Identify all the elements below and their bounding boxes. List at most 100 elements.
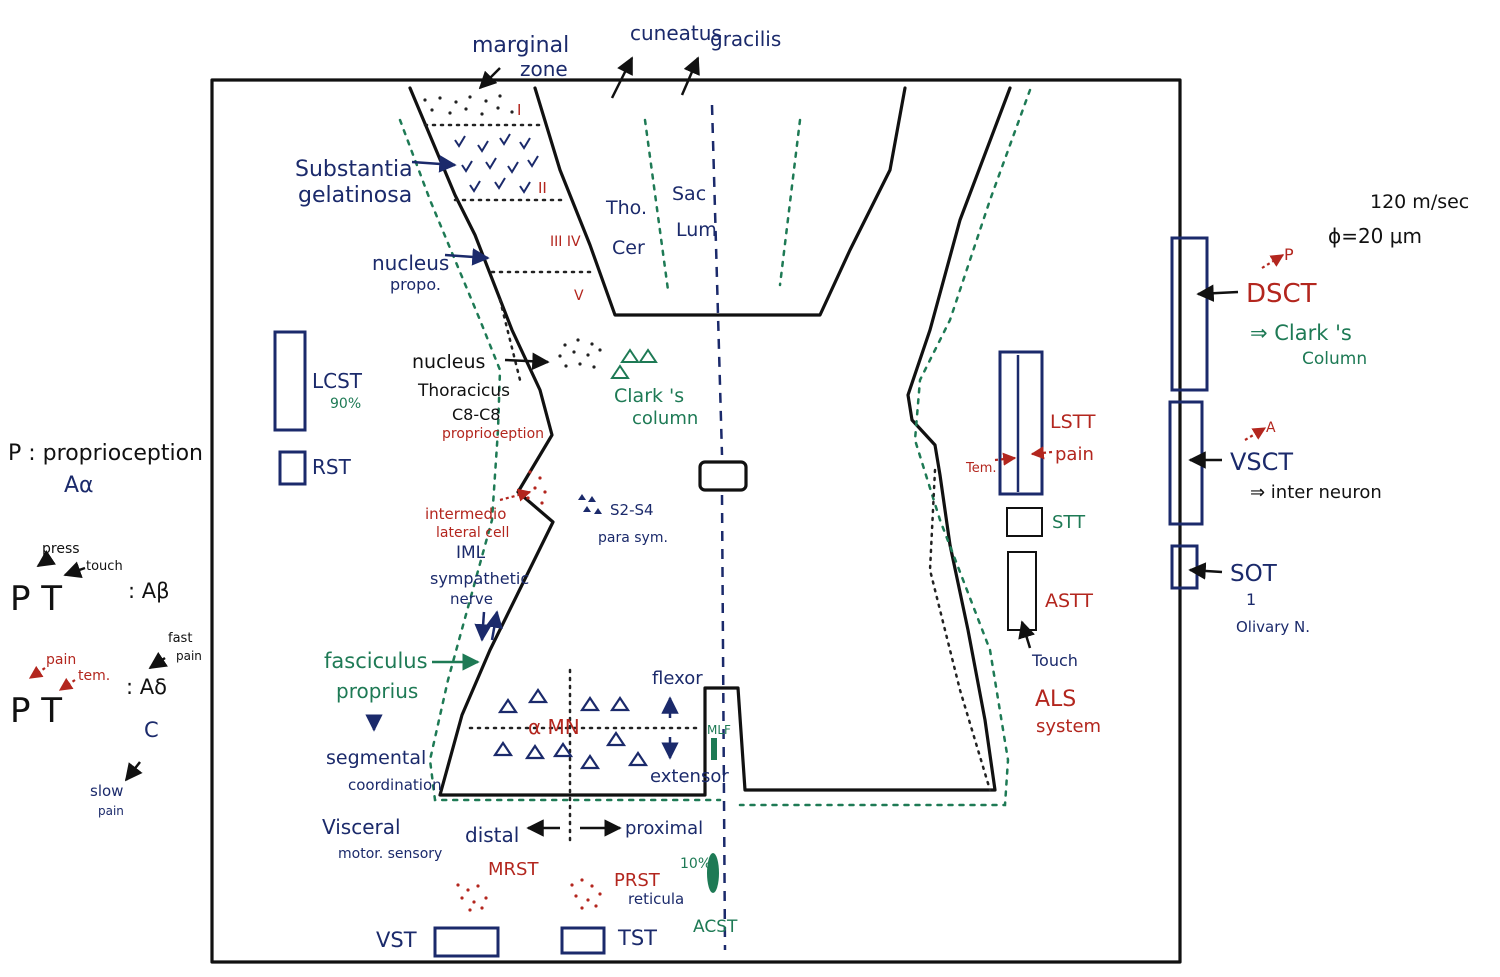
visceral-label-2: motor. sensory — [338, 846, 442, 862]
fasciculus-label-2: proprius — [336, 679, 418, 703]
diameter-label: ϕ=20 μm — [1328, 224, 1422, 248]
prst-label: PRST — [614, 870, 661, 891]
lamina-1-label: I — [517, 101, 521, 119]
white-matter-boundary-left — [398, 118, 722, 802]
pain-right-label: pain — [1055, 444, 1094, 465]
speed-label: 120 m/sec — [1370, 191, 1469, 213]
clarks-column-triangles — [610, 348, 658, 379]
sot-box — [1170, 544, 1199, 590]
arrow-gracilis — [680, 56, 700, 96]
vsct-label: VSCT — [1230, 448, 1293, 476]
arrow-substantia — [411, 155, 457, 173]
substantia-ticks — [454, 133, 539, 194]
proprioception-red-label: proprioception — [442, 426, 544, 442]
lcst-pct-label: 90% — [330, 396, 361, 412]
tem-right-label: Tem. — [965, 461, 997, 476]
alpha-mn-triangles — [492, 688, 649, 770]
alpha-mn-label: α MN — [528, 715, 580, 739]
intermedio-label-2: lateral cell — [436, 525, 509, 541]
arrow-touch-left — [63, 561, 86, 579]
nucleus-thoracicus-label-2: Thoracicus — [417, 381, 510, 401]
intermedio-label: intermedio — [425, 505, 506, 523]
mlf-bar — [711, 738, 717, 760]
lamina-2-label: II — [538, 179, 547, 197]
arrow-vsct-a — [1244, 427, 1267, 441]
dsct-p-label: P — [1284, 245, 1294, 264]
mrst-scribble — [456, 883, 488, 912]
tst-label: TST — [617, 926, 657, 950]
iml-dots — [526, 470, 547, 505]
als-label-2: system — [1036, 716, 1101, 737]
a-alpha-label: Aα — [64, 473, 94, 498]
lstt-box — [998, 350, 1044, 496]
parasym-label: para sym. — [598, 530, 668, 546]
clarks-column-mid-label: Clark 's — [614, 385, 684, 407]
a-delta-label: : Aδ — [126, 675, 167, 699]
stt-box — [1006, 507, 1043, 537]
vsct-box — [1168, 400, 1204, 526]
touch-left-label: touch — [86, 559, 123, 574]
grey-matter-boundary-dotted — [498, 298, 522, 382]
midline — [710, 104, 727, 951]
arrow-dsct — [1196, 284, 1239, 302]
tem-left-label: tem. — [78, 668, 110, 684]
s2s4-label: S2-S4 — [610, 501, 654, 519]
outer-frame — [210, 78, 1182, 964]
cuneatus-label: cuneatus — [630, 21, 722, 45]
arrow-touch-right — [1018, 620, 1035, 649]
marginal-zone-label: marginal — [472, 33, 569, 58]
pct10-label: 10% — [680, 856, 711, 872]
cer-label: Cer — [612, 237, 645, 259]
arrow-press — [36, 549, 56, 568]
touch-right-label: Touch — [1031, 651, 1078, 670]
lcst-label: LCST — [312, 369, 363, 393]
lamina-5-label: V — [574, 288, 584, 304]
visceral-label: Visceral — [322, 815, 401, 839]
acst-ellipse — [707, 853, 719, 893]
vst-label: VST — [376, 928, 417, 952]
central-canal — [698, 460, 748, 492]
iml-label: IML — [456, 543, 486, 563]
arrow-nucleus-propo — [444, 248, 490, 266]
acst-label: ACST — [693, 917, 738, 937]
arrow-sot — [1188, 562, 1223, 580]
dorsal-column-boundary-left — [643, 118, 670, 292]
extensor-label: extensor — [650, 766, 729, 787]
nucleus-thoracicus-label: nucleus — [412, 351, 485, 373]
pt-1-label: P T — [10, 579, 62, 619]
marginal-zone-dots — [423, 94, 514, 116]
vsct-a-label: A — [1266, 420, 1276, 436]
arrow-tem-right — [994, 452, 1017, 466]
slow-label-2: pain — [98, 804, 124, 818]
press-label: press — [42, 541, 80, 557]
sot-label: SOT — [1230, 561, 1278, 587]
prst-scribble — [570, 878, 602, 910]
p-proprioception-label: P : proprioception — [8, 441, 203, 466]
c-label: C — [144, 718, 159, 742]
fasciculus-label: fasciculus — [324, 649, 428, 673]
flexor-label: flexor — [652, 668, 703, 689]
dorsal-horn-inner — [533, 86, 907, 317]
white-matter-boundary-right — [738, 88, 1032, 807]
fast-label-2: pain — [176, 649, 202, 663]
arrow-tem-left — [58, 677, 76, 691]
tst-box — [560, 926, 606, 955]
sot-1-label: 1 — [1246, 590, 1256, 609]
dsct-box — [1170, 236, 1209, 392]
astt-box — [1007, 551, 1037, 631]
arrow-iml — [499, 488, 532, 502]
arrow-marginal — [478, 67, 501, 90]
lamina-3-4-label: III IV — [550, 234, 581, 250]
lcst-box — [273, 330, 307, 432]
nucleus-propo-label: nucleus — [372, 251, 449, 275]
pt-2-label: P T — [10, 691, 62, 731]
arrow-sympathetic-up — [485, 610, 503, 641]
clarks-column-right-label: ⇒ Clark 's — [1250, 321, 1352, 345]
rst-label: RST — [312, 455, 352, 479]
dsct-label: DSCT — [1246, 279, 1317, 309]
marginal-zone-label-2: zone — [520, 57, 568, 81]
sympathetic-label: sympathetic — [430, 569, 529, 588]
olivary-label: Olivary N. — [1236, 618, 1310, 636]
grey-matter-boundary-dotted-right — [928, 468, 992, 792]
